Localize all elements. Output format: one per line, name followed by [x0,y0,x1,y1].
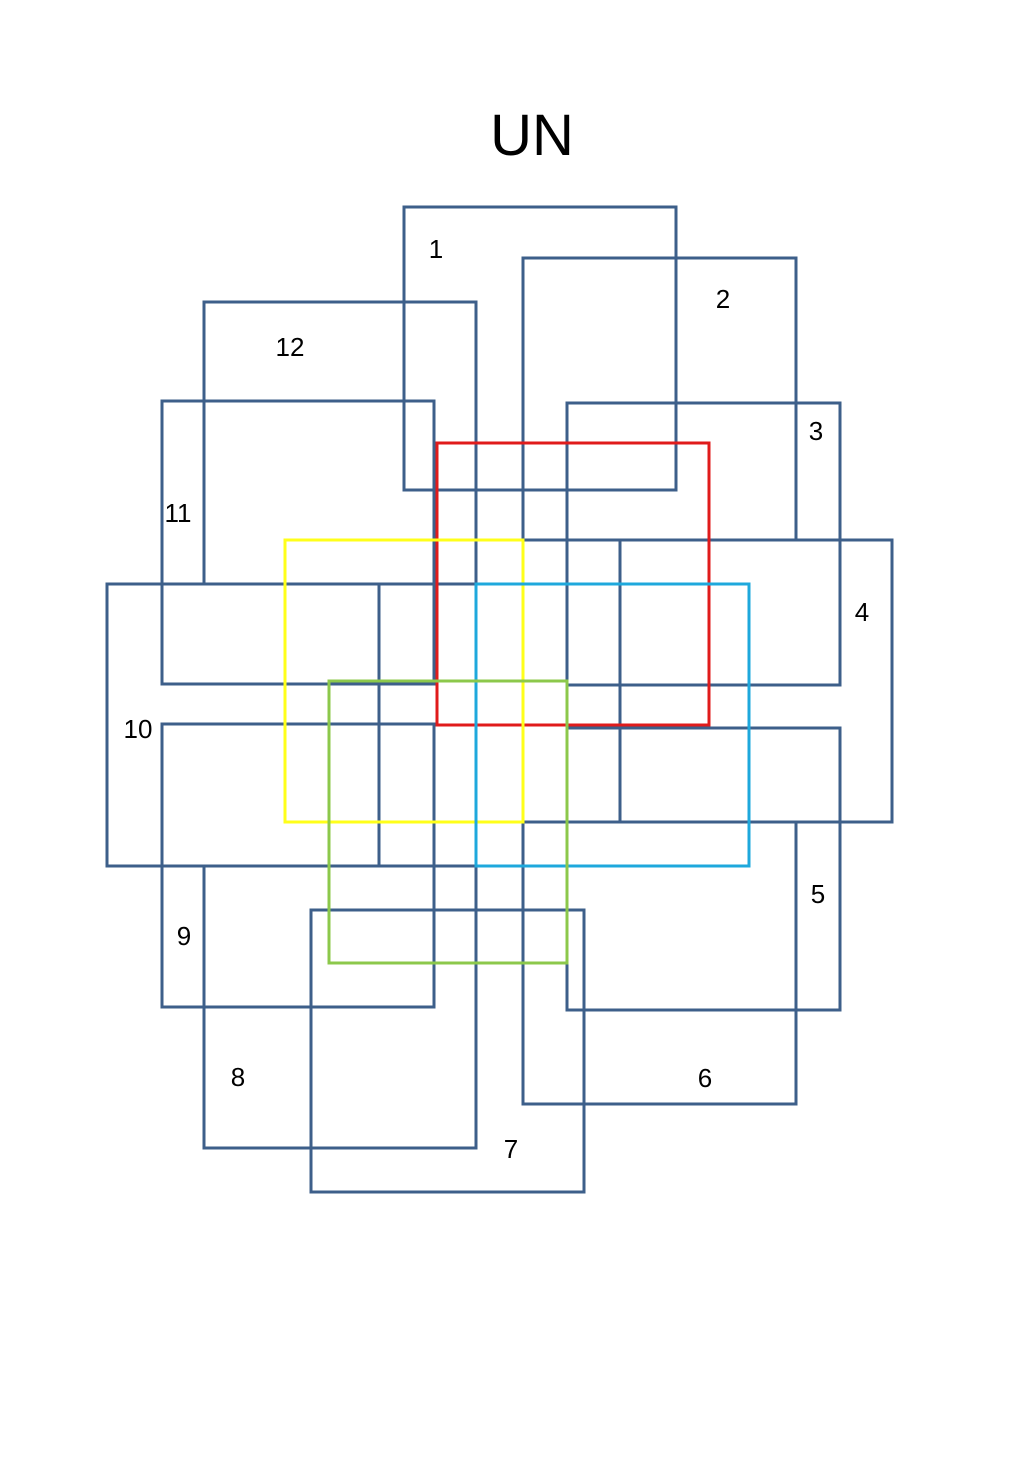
box-label-4: 4 [855,597,869,627]
box-2 [521,256,798,542]
box-7 [309,908,586,1194]
box-label-10: 10 [124,714,153,744]
cyan-center-box [474,582,751,868]
box-4 [618,538,894,824]
box-label-6: 6 [698,1063,712,1093]
box-3 [565,401,842,687]
box-label-3: 3 [809,416,823,446]
box-label-11: 11 [165,498,192,528]
box-label-1: 1 [429,234,443,264]
box-label-12: 12 [276,332,305,362]
box-label-5: 5 [811,879,825,909]
box-1 [402,205,678,492]
box-label-7: 7 [504,1134,518,1164]
box-5 [565,726,842,1012]
box-label-8: 8 [231,1062,245,1092]
diagram-title: UN [490,103,574,168]
boxes-layer [105,205,894,1194]
box-label-9: 9 [177,921,191,951]
box-11 [160,399,436,686]
green-center-box [327,679,569,965]
box-label-2: 2 [716,284,730,314]
